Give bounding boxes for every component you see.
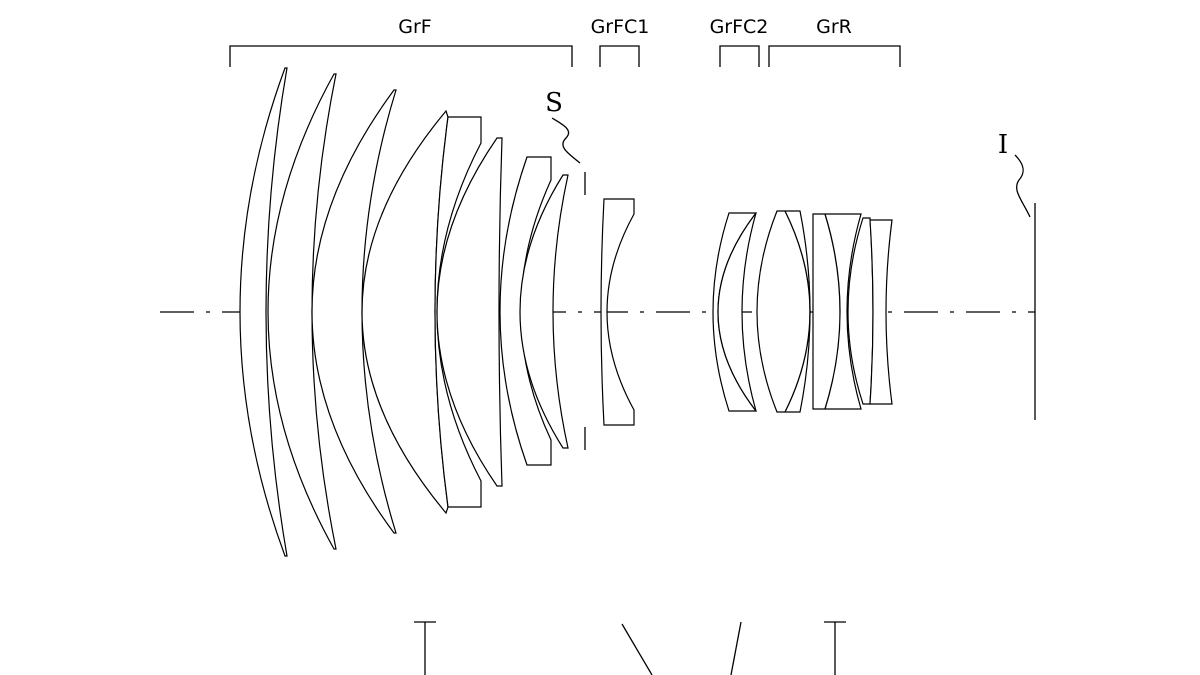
lens-element-2 bbox=[267, 73, 337, 550]
movement-indicators bbox=[414, 621, 846, 675]
lens-element-13 bbox=[812, 213, 862, 410]
bracket-grfc2 bbox=[719, 45, 760, 67]
group-label-grr: GrR bbox=[816, 16, 852, 38]
bracket-grfc1 bbox=[599, 45, 640, 67]
fixed-indicator-grr bbox=[824, 621, 846, 675]
lens-element-11 bbox=[717, 212, 757, 412]
lens-group-grfc2 bbox=[712, 212, 758, 412]
lens-group-grfc1 bbox=[600, 198, 635, 426]
lens-element-15 bbox=[869, 219, 893, 405]
group-label-grfc1: GrFC1 bbox=[591, 16, 650, 38]
bracket-grr bbox=[768, 45, 901, 67]
lens-element-8 bbox=[519, 174, 569, 449]
aperture-stop: S bbox=[545, 88, 586, 450]
stop-leader-line bbox=[551, 117, 581, 164]
movement-track-grfc1 bbox=[621, 623, 653, 675]
lens-element-12-interface bbox=[784, 210, 811, 413]
lens-element-13-interface bbox=[824, 213, 841, 410]
lens-element-5 bbox=[434, 116, 482, 508]
image-plane-leader-line bbox=[1014, 154, 1031, 218]
image-plane: I bbox=[998, 130, 1036, 420]
movement-track-grfc2 bbox=[730, 621, 742, 675]
lens-group-grr bbox=[756, 210, 893, 413]
lens-element-12 bbox=[756, 210, 811, 413]
lens-group-grf bbox=[239, 67, 569, 557]
image-plane-label: I bbox=[998, 130, 1008, 160]
stop-label: S bbox=[545, 88, 563, 118]
lens-element-9 bbox=[600, 198, 635, 426]
lens-element-7 bbox=[499, 156, 552, 466]
lens-element-6 bbox=[436, 137, 503, 487]
lens-element-1 bbox=[239, 67, 288, 557]
fixed-indicator-grf bbox=[414, 621, 436, 675]
group-label-grfc2: GrFC2 bbox=[710, 16, 769, 38]
lens-element-3 bbox=[311, 89, 397, 534]
bracket-grf bbox=[229, 45, 573, 67]
group-label-grf: GrF bbox=[398, 16, 431, 38]
